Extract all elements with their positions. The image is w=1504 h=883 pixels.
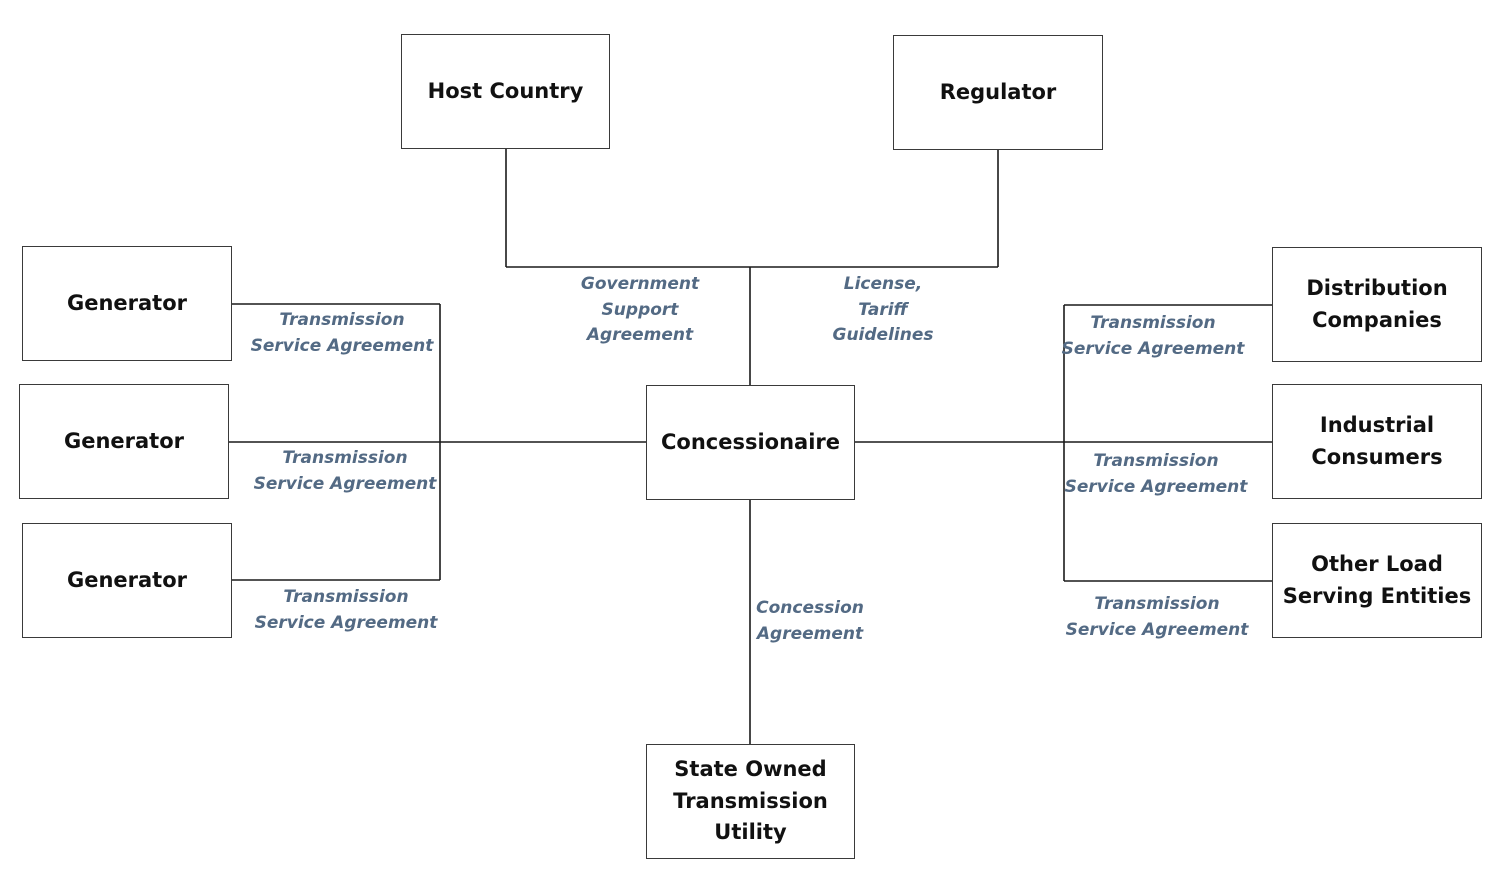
tsa-industrial-label: Transmission Service Agreement bbox=[1064, 451, 1248, 497]
distribution-companies-label: Distribution Companies bbox=[1306, 276, 1448, 332]
tsa-generator-1-label: Transmission Service Agreement bbox=[250, 310, 434, 356]
generator-box-3: Generator bbox=[22, 523, 232, 638]
concession-agreement-label: Concession Agreement bbox=[756, 598, 864, 644]
tsa-generator-2-label: Transmission Service Agreement bbox=[253, 448, 437, 494]
state-owned-utility-label: State Owned Transmission Utility bbox=[673, 757, 828, 845]
generator-box-1: Generator bbox=[22, 246, 232, 361]
other-load-serving-entities-box: Other Load Serving Entities bbox=[1272, 523, 1482, 638]
concessionaire-label: Concessionaire bbox=[660, 429, 841, 454]
distribution-companies-box: Distribution Companies bbox=[1272, 247, 1482, 362]
regulator-box: Regulator bbox=[893, 35, 1103, 150]
generator-box-2: Generator bbox=[19, 384, 229, 499]
state-owned-utility-box: State Owned Transmission Utility bbox=[646, 744, 855, 859]
license-tariff-guidelines-label: License, Tariff Guidelines bbox=[832, 274, 934, 345]
tsa-generator-3-label: Transmission Service Agreement bbox=[254, 587, 438, 633]
other-load-serving-entities-label: Other Load Serving Entities bbox=[1282, 552, 1472, 608]
industrial-consumers-label: Industrial Consumers bbox=[1311, 413, 1443, 469]
host-country-label: Host Country bbox=[427, 78, 584, 103]
concessionaire-box: Concessionaire bbox=[646, 385, 855, 500]
industrial-consumers-box: Industrial Consumers bbox=[1272, 384, 1482, 499]
generator-label-3: Generator bbox=[66, 567, 188, 592]
tsa-distribution-label: Transmission Service Agreement bbox=[1061, 313, 1245, 359]
government-support-agreement-label: Government Support Agreement bbox=[580, 274, 700, 345]
generator-label-1: Generator bbox=[66, 290, 188, 315]
generator-label-2: Generator bbox=[63, 428, 185, 453]
regulator-label: Regulator bbox=[939, 79, 1057, 104]
tsa-other-load-label: Transmission Service Agreement bbox=[1065, 594, 1249, 640]
host-country-box: Host Country bbox=[401, 34, 610, 149]
